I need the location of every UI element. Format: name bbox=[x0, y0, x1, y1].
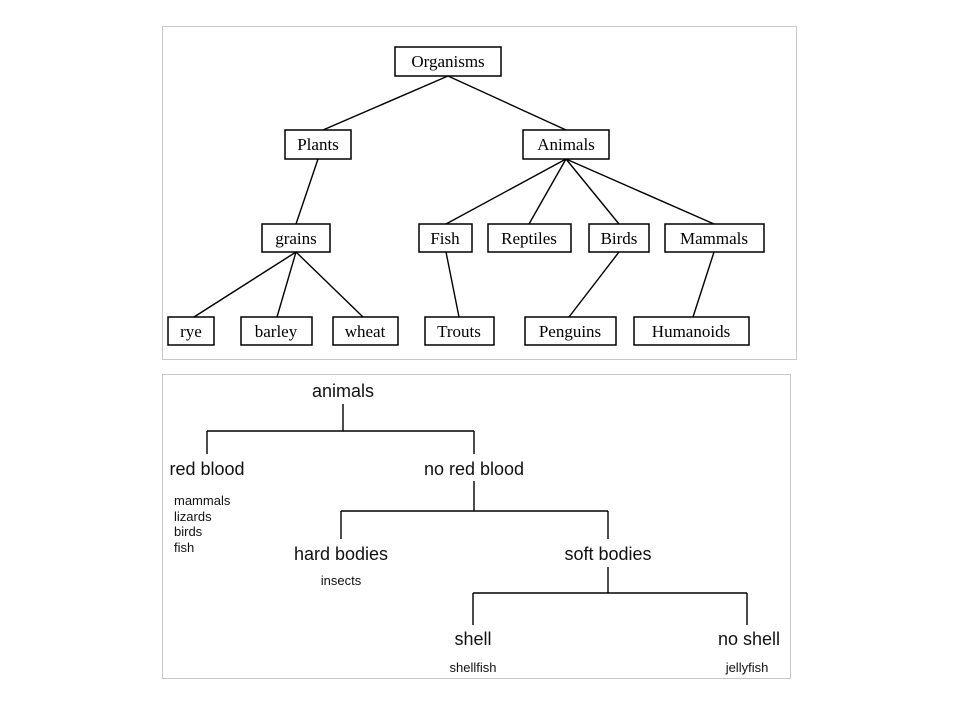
node-organisms-label: Organisms bbox=[411, 52, 484, 71]
edge-birds-penguins bbox=[568, 251, 620, 318]
edge-grains-rye bbox=[193, 251, 297, 318]
organisms-tree-panel: Organisms Plants Animals grains Fish Rep… bbox=[162, 26, 797, 360]
edge-animals-mammals bbox=[565, 158, 715, 225]
example-fish: fish bbox=[174, 540, 194, 555]
node-plants-label: Plants bbox=[297, 135, 339, 154]
node-wheat-label: wheat bbox=[345, 322, 386, 341]
node-humanoids-label: Humanoids bbox=[652, 322, 730, 341]
node-reptiles-label: Reptiles bbox=[501, 229, 557, 248]
edge-grains-barley bbox=[276, 251, 297, 318]
edge-animals-birds bbox=[565, 158, 620, 225]
edge-organisms-animals bbox=[447, 75, 567, 131]
node-trouts-label: Trouts bbox=[437, 322, 481, 341]
example-birds: birds bbox=[174, 524, 203, 539]
node-no-red-blood: no red blood bbox=[424, 459, 524, 479]
node-fish-label: Fish bbox=[430, 229, 460, 248]
example-jellyfish: jellyfish bbox=[725, 660, 769, 675]
node-plants: Plants bbox=[284, 129, 352, 160]
red-blood-examples: mammals lizards birds fish bbox=[174, 493, 231, 555]
node-grains-label: grains bbox=[275, 229, 317, 248]
node-mammals-label: Mammals bbox=[680, 229, 748, 248]
example-shellfish: shellfish bbox=[450, 660, 497, 675]
node-shell: shell bbox=[454, 629, 491, 649]
node-barley-label: barley bbox=[255, 322, 298, 341]
edge-animals-reptiles bbox=[528, 158, 567, 225]
example-lizards: lizards bbox=[174, 509, 212, 524]
node-birds: Birds bbox=[588, 223, 650, 253]
edge-plants-grains bbox=[295, 158, 319, 225]
edge-mammals-humanoids bbox=[692, 251, 715, 318]
node-no-shell: no shell bbox=[718, 629, 780, 649]
node-penguins: Penguins bbox=[524, 316, 617, 346]
animals-tree-panel: animals red blood mammals lizards birds … bbox=[162, 374, 791, 679]
edge-grains-wheat bbox=[295, 251, 364, 318]
node-fish: Fish bbox=[418, 223, 473, 253]
node-humanoids: Humanoids bbox=[633, 316, 750, 346]
node-rye: rye bbox=[167, 316, 215, 346]
edge-animals-fish bbox=[445, 158, 567, 225]
node-hard-bodies: hard bodies bbox=[294, 544, 388, 564]
node-birds-label: Birds bbox=[601, 229, 638, 248]
node-wheat: wheat bbox=[332, 316, 399, 346]
node-penguins-label: Penguins bbox=[539, 322, 601, 341]
node-rye-label: rye bbox=[180, 322, 202, 341]
example-mammals: mammals bbox=[174, 493, 231, 508]
example-insects: insects bbox=[321, 573, 362, 588]
node-mammals: Mammals bbox=[664, 223, 765, 253]
node-animals-root: animals bbox=[312, 381, 374, 401]
node-soft-bodies: soft bodies bbox=[564, 544, 651, 564]
node-animals: Animals bbox=[522, 129, 610, 160]
node-animals-label: Animals bbox=[537, 135, 595, 154]
organisms-tree-svg: Organisms Plants Animals grains Fish Rep… bbox=[167, 46, 765, 346]
node-grains: grains bbox=[261, 223, 331, 253]
node-barley: barley bbox=[240, 316, 313, 346]
animals-tree-edges bbox=[206, 404, 748, 625]
node-trouts: Trouts bbox=[424, 316, 495, 346]
node-red-blood: red blood bbox=[169, 459, 244, 479]
edge-fish-trouts bbox=[445, 251, 460, 318]
animals-tree-svg: animals red blood mammals lizards birds … bbox=[169, 381, 780, 675]
edge-organisms-plants bbox=[322, 75, 449, 131]
organisms-tree-edges bbox=[193, 75, 715, 318]
node-reptiles: Reptiles bbox=[487, 223, 572, 253]
node-organisms: Organisms bbox=[394, 46, 502, 77]
